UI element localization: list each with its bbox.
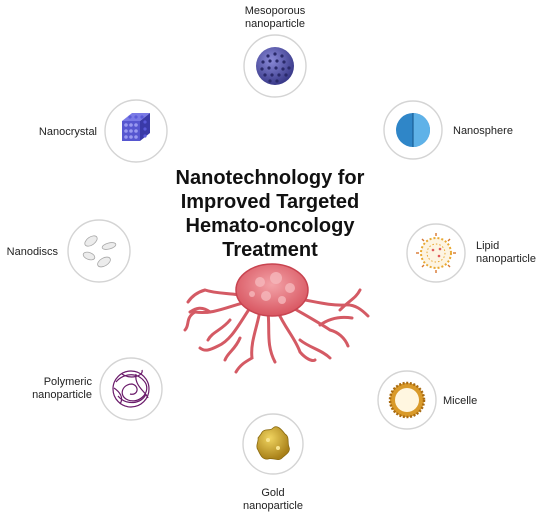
title-line-4: Treatment	[222, 239, 318, 261]
node-ring	[99, 357, 163, 421]
gold-nanoparticle-icon	[256, 426, 290, 460]
node-gold-nanoparticle: Gold nanoparticle	[242, 413, 304, 512]
node-label: Nanocrystal	[39, 126, 97, 138]
tumor-icon	[183, 288, 370, 374]
node-label: Polymeric	[44, 376, 93, 388]
node-micelle: Micelle	[377, 370, 477, 430]
node-label: Nanosphere	[453, 125, 513, 137]
mesoporous-nanoparticle-icon	[256, 47, 294, 85]
title-line-1: Nanotechnology for	[176, 167, 365, 189]
node-nanodiscs: Nanodiscs	[7, 219, 131, 283]
node-label: Micelle	[443, 395, 477, 407]
diagram-title: Nanotechnology for Improved Targeted Hem…	[176, 167, 365, 261]
node-label: Gold	[261, 487, 284, 499]
node-mesoporous-nanoparticle: Mesoporous nanoparticle	[243, 5, 307, 98]
nanodisc-icon	[82, 235, 117, 268]
title-line-2: Improved Targeted	[181, 191, 360, 213]
node-label: nanoparticle	[476, 253, 536, 265]
node-nanocrystal: Nanocrystal	[39, 99, 168, 163]
tumor-mass	[235, 263, 309, 317]
node-lipid-nanoparticle: Lipid nanoparticle	[406, 223, 536, 283]
polymeric-nanoparticle-icon	[112, 369, 150, 408]
micelle-icon	[388, 381, 426, 419]
node-ring	[67, 219, 131, 283]
node-polymeric-nanoparticle: Polymeric nanoparticle	[32, 357, 163, 421]
node-nanosphere: Nanosphere	[383, 100, 513, 160]
node-label: Nanodiscs	[7, 246, 59, 258]
tumor-texture	[249, 272, 295, 304]
nanosphere-icon	[396, 113, 430, 147]
nanocrystal-icon	[122, 113, 150, 141]
node-label: Lipid	[476, 240, 499, 252]
node-label: Mesoporous	[245, 5, 306, 17]
node-label: nanoparticle	[245, 18, 305, 30]
node-label: nanoparticle	[32, 389, 92, 401]
lipid-nanoparticle-icon	[416, 233, 456, 273]
node-label: nanoparticle	[243, 500, 303, 512]
title-line-3: Hemato-oncology	[186, 215, 356, 237]
